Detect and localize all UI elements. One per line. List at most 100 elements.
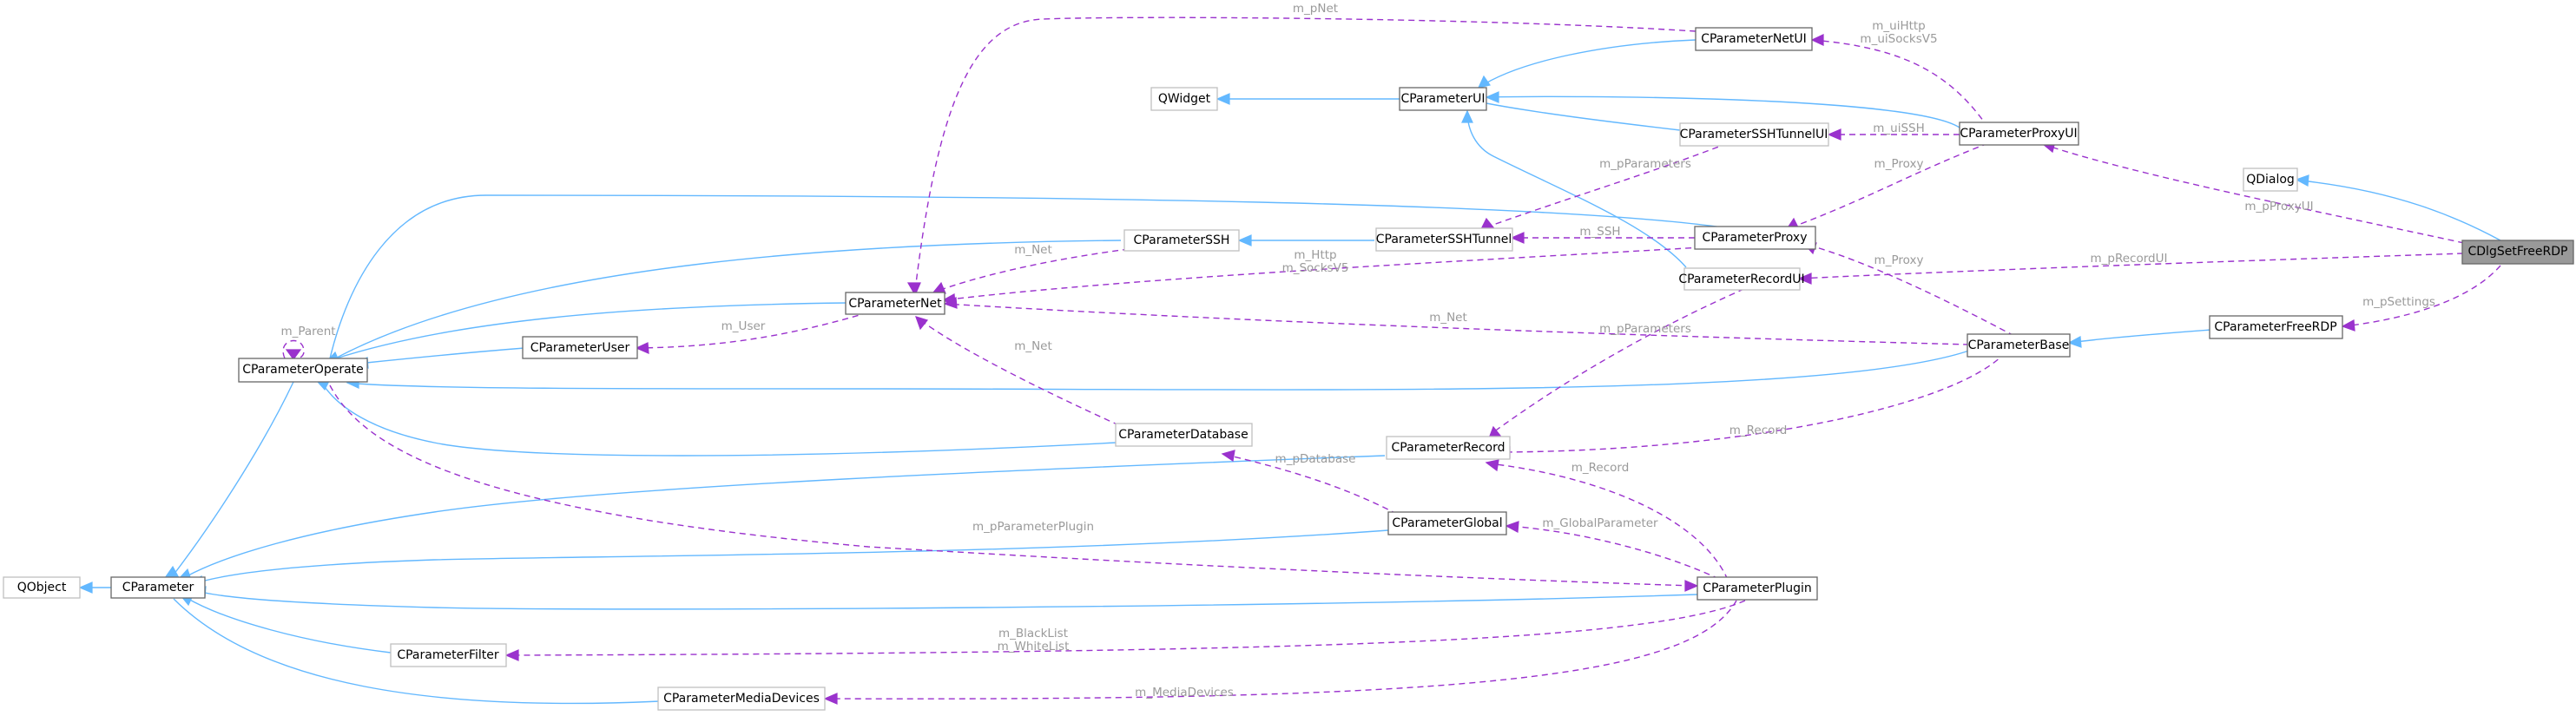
uhead-net-from-ssh: [932, 281, 946, 294]
label-m-net-base: m_Net: [1429, 311, 1467, 325]
uhead-filter: [504, 649, 519, 661]
head-qdialog: [2295, 174, 2309, 187]
label-m-record-base: m_Record: [1729, 424, 1788, 437]
node-cparameterplugin[interactable]: CParameterPlugin: [1696, 576, 1818, 601]
edge-m-pdatabase: [1222, 453, 1407, 520]
edge-m-pproxyui: [2042, 143, 2465, 244]
svg-text:CParameterGlobal: CParameterGlobal: [1392, 516, 1502, 530]
uhead-operate-self: [285, 349, 302, 361]
head-cparameterui-top: [1477, 75, 1492, 89]
edge-m-net-base: [944, 303, 1970, 345]
svg-text:CParameterDatabase: CParameterDatabase: [1118, 428, 1248, 442]
node-cparameterfilter[interactable]: CParameterFilter: [390, 643, 507, 667]
svg-text:CParameterMediaDevices: CParameterMediaDevices: [663, 692, 820, 706]
node-cparameterrecord[interactable]: CParameterRecord: [1386, 436, 1511, 460]
node-cparameterproxy[interactable]: CParameterProxy: [1694, 226, 1816, 250]
svg-text:CParameterUI: CParameterUI: [1401, 92, 1486, 106]
label-m-http: m_Http: [1294, 248, 1336, 262]
node-cparameterui[interactable]: CParameterUI: [1399, 87, 1487, 111]
label-m-pparameters-base: m_pParameters: [1599, 322, 1691, 336]
label-m-pnet: m_pNet: [1293, 2, 1338, 16]
node-cparameternet[interactable]: CParameterNet: [845, 292, 945, 315]
edge-cdlgsetfreerdp-qdialog: [2300, 180, 2501, 241]
svg-text:CParameterRecord: CParameterRecord: [1392, 441, 1505, 455]
uhead-net-bottom: [915, 316, 929, 331]
node-cparameterproxyui[interactable]: CParameterProxyUI: [1959, 122, 2079, 146]
node-cparametersshtunnelui[interactable]: CParameterSSHTunnelUI: [1679, 122, 1829, 147]
label-m-net-ssh: m_Net: [1014, 243, 1052, 257]
node-cparameterfreerdp[interactable]: CParameterFreeRDP: [2209, 315, 2343, 339]
edge-cparametersshtunnelui-cparameterui: [1486, 102, 1681, 131]
svg-text:CParameterOperate: CParameterOperate: [242, 363, 364, 377]
edge-cparametermediadevices-cparameter: [173, 598, 661, 705]
uhead-net-from-base: [943, 297, 958, 309]
edge-cparameterfreerdp-cparameterbase: [2068, 329, 2212, 344]
node-cparameterdatabase[interactable]: CParameterDatabase: [1115, 423, 1253, 447]
svg-text:QDialog: QDialog: [2246, 173, 2295, 187]
label-m-precordui: m_pRecordUI: [2091, 252, 2168, 266]
node-cparametermediadevices[interactable]: CParameterMediaDevices: [657, 686, 826, 711]
head-cparameterui-bottom: [1461, 109, 1473, 123]
node-cparameterbase[interactable]: CParameterBase: [1967, 333, 2071, 358]
svg-text:CParameterFreeRDP: CParameterFreeRDP: [2214, 320, 2336, 334]
edge-m-pnet: [914, 16, 1696, 292]
node-cparameteroperate[interactable]: CParameterOperate: [238, 358, 368, 383]
svg-text:CParameterPlugin: CParameterPlugin: [1703, 581, 1811, 595]
edge-m-mediadevices: [824, 600, 1737, 700]
edge-m-user: [636, 312, 869, 349]
label-m-uisocksv5: m_uiSocksV5: [1860, 32, 1937, 46]
uhead-plugin-left: [1684, 580, 1699, 592]
label-m-blacklist: m_BlackList: [998, 627, 1068, 640]
svg-text:CParameterRecordUI: CParameterRecordUI: [1678, 273, 1804, 286]
edge-labels: m_pNet m_uiHttp m_uiSocksV5 m_uiSSH m_Pr…: [280, 2, 2434, 700]
label-m-record-plugin: m_Record: [1571, 461, 1630, 475]
uhead-sshtunnelui: [1827, 128, 1841, 141]
edge-cparameterrecordui-cparameterui: [1466, 110, 1687, 268]
svg-text:CDlgSetFreeRDP: CDlgSetFreeRDP: [2468, 245, 2568, 259]
svg-text:CParameterProxyUI: CParameterProxyUI: [1960, 127, 2077, 141]
node-cparameterssh[interactable]: CParameterSSH: [1123, 229, 1240, 252]
label-m-parent: m_Parent: [280, 325, 335, 338]
uhead-recordui: [1797, 273, 1812, 285]
edge-m-proxy-base: [1803, 243, 2015, 337]
svg-text:QObject: QObject: [17, 581, 67, 594]
label-m-globalparameter: m_GlobalParameter: [1542, 516, 1658, 530]
label-m-net-db: m_Net: [1014, 339, 1052, 353]
uhead-sshtunnel-top: [1479, 217, 1495, 230]
svg-text:CParameterNetUI: CParameterNetUI: [1701, 32, 1807, 46]
edge-cparameterplugin-cparameter: [204, 592, 1698, 610]
node-qdialog[interactable]: QDialog: [2243, 168, 2298, 192]
usage-edges: [282, 16, 2501, 705]
label-m-whitelist: m_WhiteList: [998, 640, 1070, 654]
edge-cparameterdatabase-cparameteroperate: [322, 384, 1117, 457]
edge-cparameterproxyui-cparameterui: [1486, 95, 1960, 128]
label-m-uihttp: m_uiHttp: [1872, 19, 1926, 33]
edge-m-uihttp: [1811, 39, 1989, 128]
edge-cparameterrecord-cparameter: [186, 455, 1386, 577]
node-cparameteruser[interactable]: CParameterUser: [522, 336, 638, 359]
edge-cparameteroperate-cparameter: [170, 381, 294, 579]
edge-m-globalparameter: [1505, 525, 1720, 580]
uhead-user: [635, 342, 649, 354]
node-cparameternetui[interactable]: CParameterNetUI: [1695, 27, 1813, 51]
label-m-mediadevices: m_MediaDevices: [1135, 686, 1234, 700]
edge-m-blacklist: [505, 600, 1746, 656]
edge-m-net-ssh: [932, 248, 1130, 293]
edge-m-net-db: [915, 316, 1130, 430]
node-cparameterrecordui[interactable]: CParameterRecordUI: [1678, 267, 1805, 291]
label-m-pparameters-tunnel: m_pParameters: [1599, 157, 1691, 171]
head-cparameter-from-operate: [163, 565, 179, 579]
uhead-database: [1221, 450, 1235, 463]
node-cparameter[interactable]: CParameter: [110, 576, 206, 599]
node-qobject[interactable]: QObject: [3, 576, 81, 599]
node-qwidget[interactable]: QWidget: [1150, 87, 1218, 111]
node-cparametersshtunnel[interactable]: CParameterSSHTunnel: [1375, 227, 1513, 252]
edge-cparameterbase-cparameteroperate: [355, 350, 1970, 391]
edge-m-record-plugin: [1488, 463, 1729, 581]
svg-text:CParameterSSHTunnel: CParameterSSHTunnel: [1376, 233, 1512, 246]
node-cparameterglobal[interactable]: CParameterGlobal: [1387, 511, 1507, 535]
edge-m-pparameters-tunnel: [1480, 142, 1729, 230]
head-qwidget: [1216, 93, 1230, 105]
node-cdlgsetfreerdp[interactable]: CDlgSetFreeRDP: [2461, 240, 2574, 265]
head-cparameterui-right: [1485, 91, 1499, 103]
